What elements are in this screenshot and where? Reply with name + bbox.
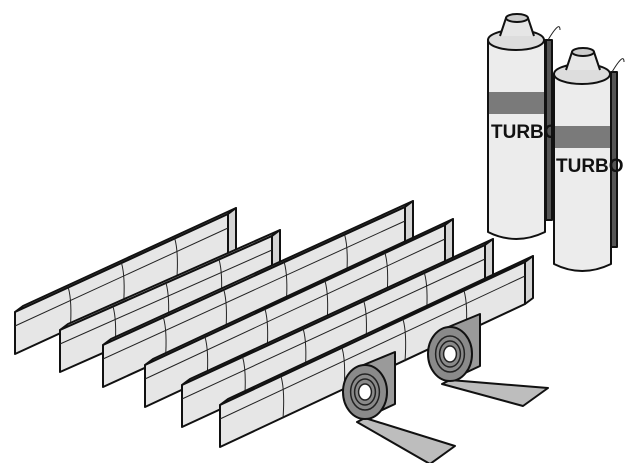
panel-6	[219, 255, 534, 448]
insulation-panels	[14, 200, 534, 448]
panel-1	[14, 207, 237, 355]
foam-can-1: TURBO	[487, 13, 561, 240]
tape-roll-2	[427, 313, 549, 407]
panel-3	[102, 200, 414, 388]
can-2-label: TURBO	[556, 156, 624, 177]
tape-rolls	[342, 313, 549, 463]
foam-can-2: TURBO	[553, 47, 625, 272]
tape-roll-1	[342, 351, 456, 463]
can-1-label: TURBO	[491, 122, 559, 143]
